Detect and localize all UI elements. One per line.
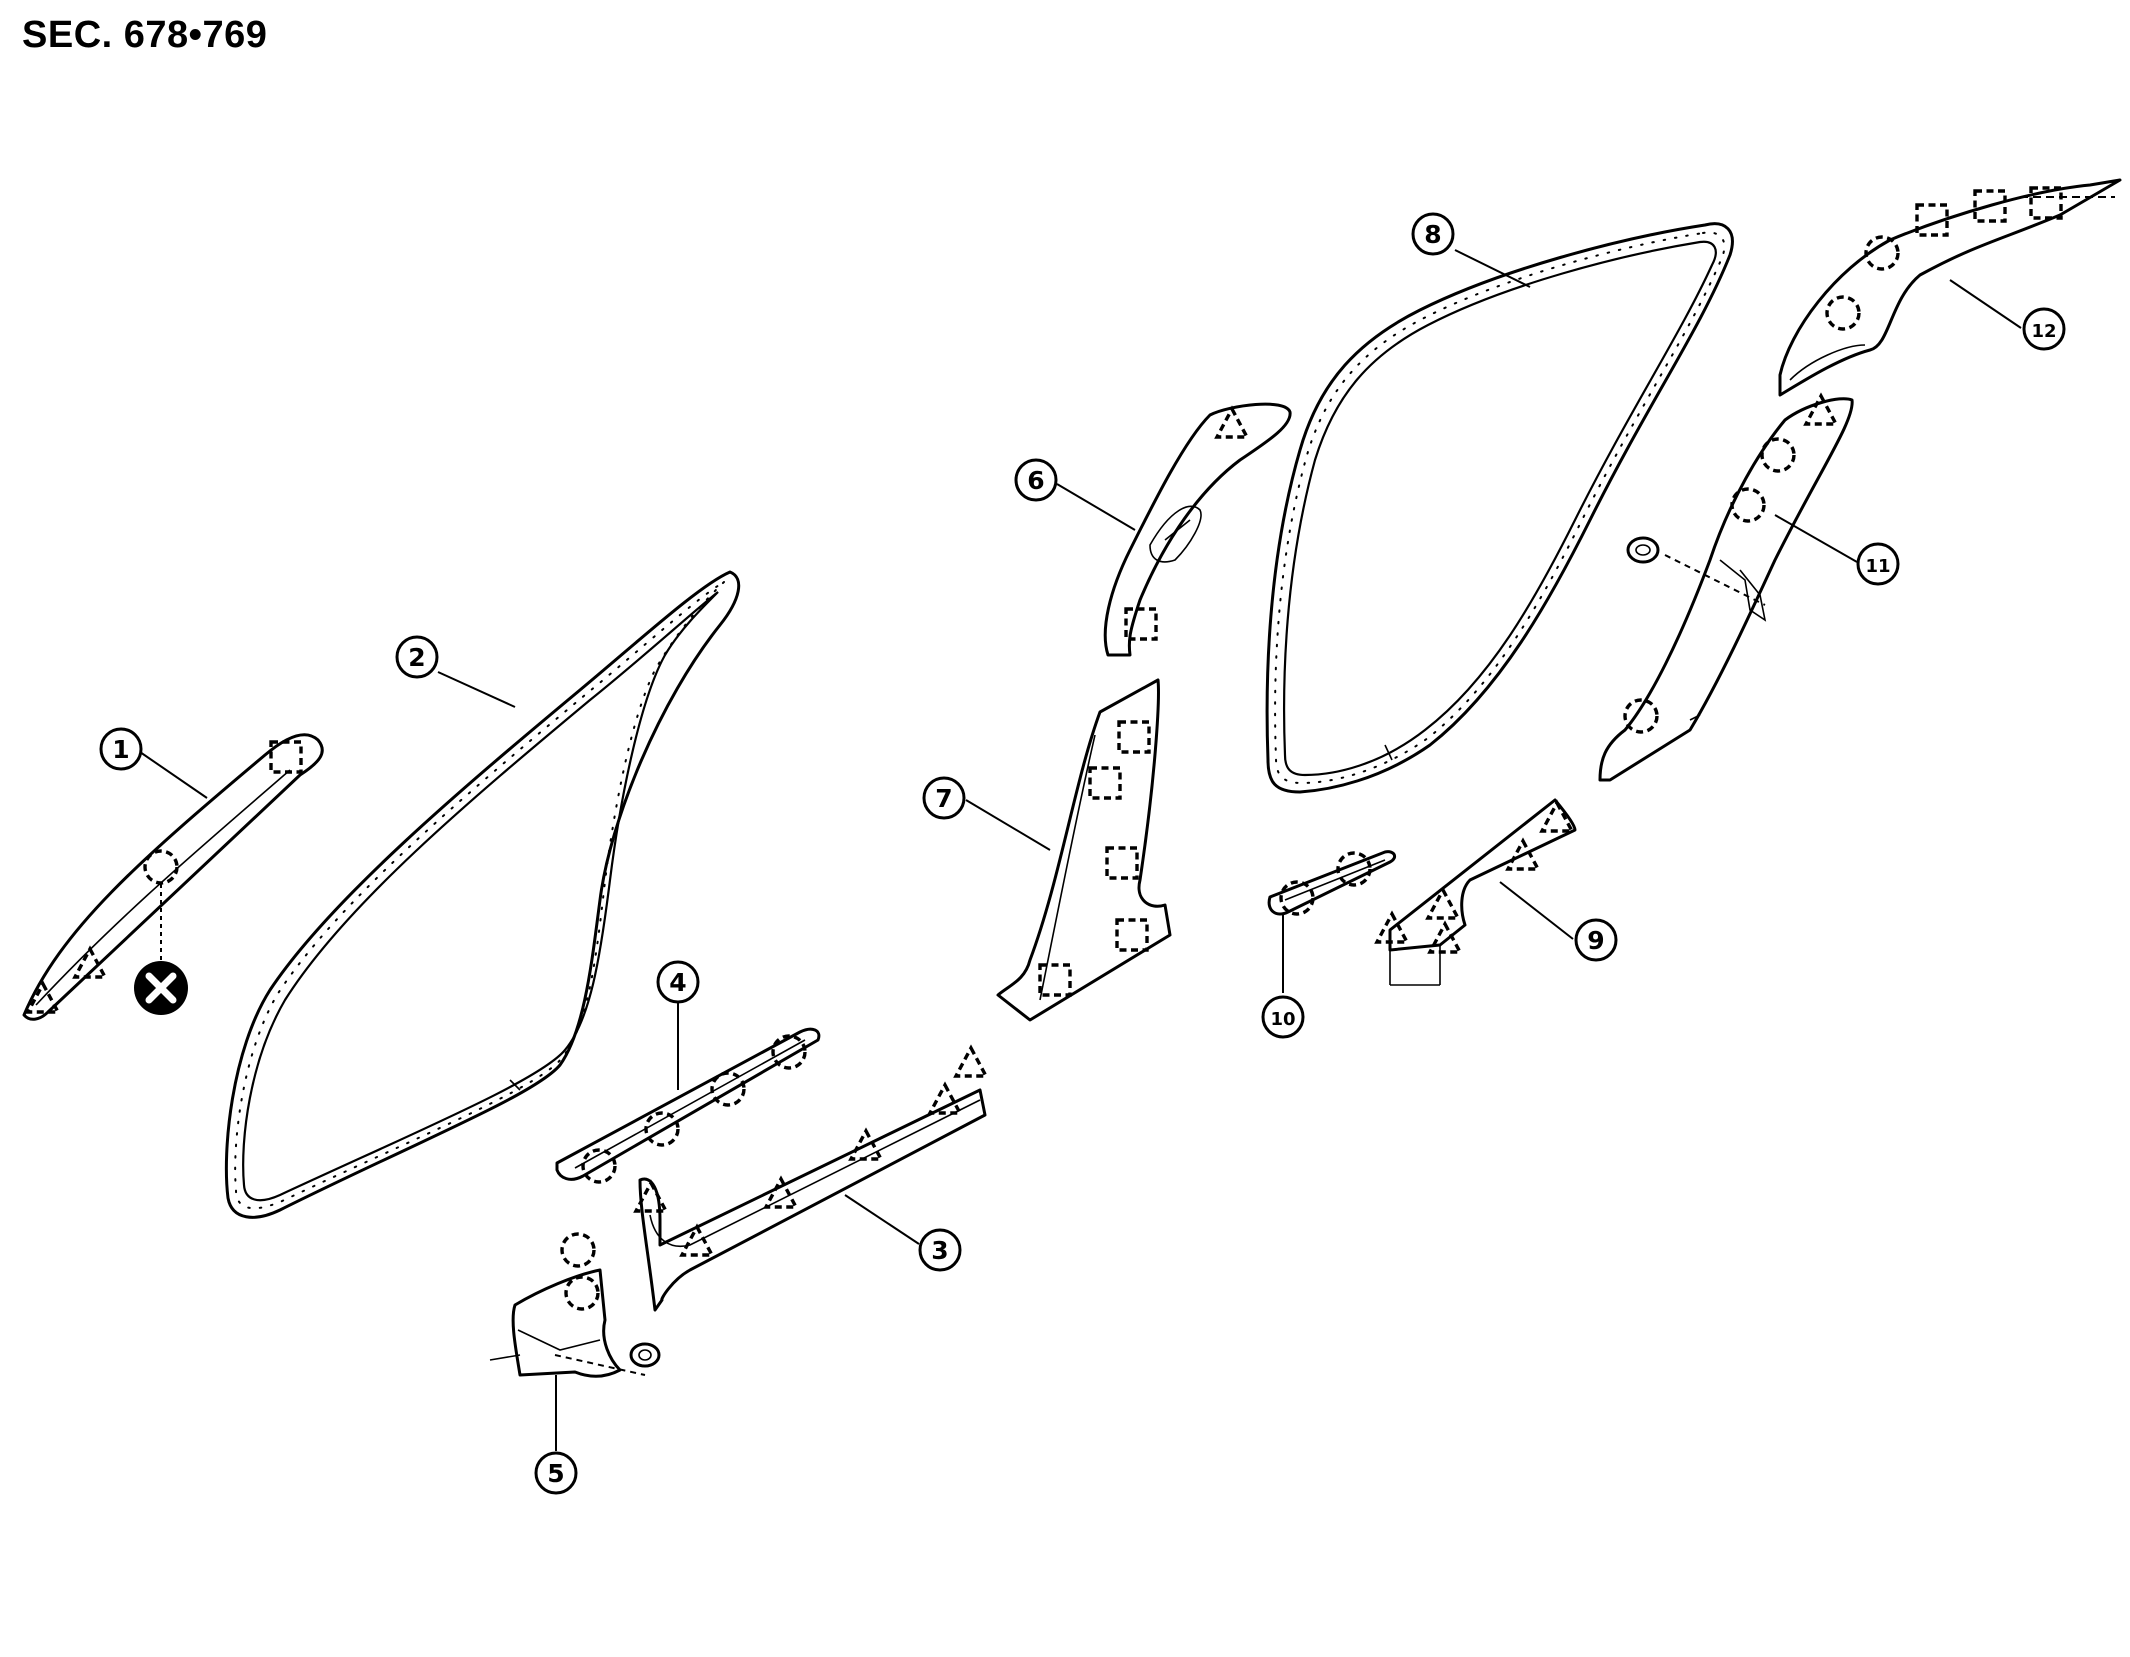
rear-body-side-welt <box>1388 798 1577 986</box>
callout-5: 5 <box>534 1451 578 1495</box>
rear-door-weatherstrip <box>1265 222 1734 794</box>
front-door-weatherstrip <box>224 570 741 1219</box>
svg-text:8: 8 <box>1424 220 1441 249</box>
clip-screw-icon <box>629 1342 661 1368</box>
clip-screw-icon <box>1626 536 1660 564</box>
rear-pillar-finisher <box>1598 397 1854 782</box>
dashed-circle-clip-icon <box>560 1232 596 1268</box>
dash-side-finisher <box>489 1268 646 1378</box>
callout-1: 1 <box>99 727 143 771</box>
svg-text:12: 12 <box>2031 321 2056 342</box>
front-kicking-plate <box>555 1027 821 1181</box>
svg-text:6: 6 <box>1027 466 1044 495</box>
callout-4: 4 <box>656 960 700 1004</box>
callout-6: 6 <box>1014 458 1058 502</box>
callout-12: 12 <box>2022 307 2066 351</box>
svg-text:7: 7 <box>935 784 952 813</box>
svg-text:10: 10 <box>1270 1009 1295 1030</box>
svg-text:2: 2 <box>408 643 425 672</box>
svg-text:11: 11 <box>1865 556 1890 577</box>
callout-9: 9 <box>1574 918 1618 962</box>
filled-circle-x-icon <box>134 961 188 1015</box>
svg-text:9: 9 <box>1587 926 1604 955</box>
svg-text:3: 3 <box>931 1236 948 1265</box>
svg-text:1: 1 <box>112 735 129 764</box>
front-body-side-welt <box>638 1088 987 1312</box>
callout-11: 11 <box>1856 542 1900 586</box>
callout-8: 8 <box>1411 212 1455 256</box>
svg-text:4: 4 <box>669 968 686 997</box>
callout-2: 2 <box>395 635 439 679</box>
section-title: SEC. 678•769 <box>22 14 268 56</box>
center-pillar-lower-garnish <box>996 678 1172 1022</box>
center-pillar-upper-garnish <box>1103 402 1292 657</box>
callout-7: 7 <box>922 776 966 820</box>
svg-text:5: 5 <box>547 1459 564 1488</box>
rear-kicking-plate <box>1267 850 1397 916</box>
callout-10: 10 <box>1261 995 1305 1039</box>
rear-pillar-upper-finisher <box>1778 178 2122 397</box>
dashed-triangle-clip-icon <box>954 1046 988 1078</box>
callout-3: 3 <box>918 1228 962 1272</box>
callout-leaders <box>139 249 2022 1451</box>
